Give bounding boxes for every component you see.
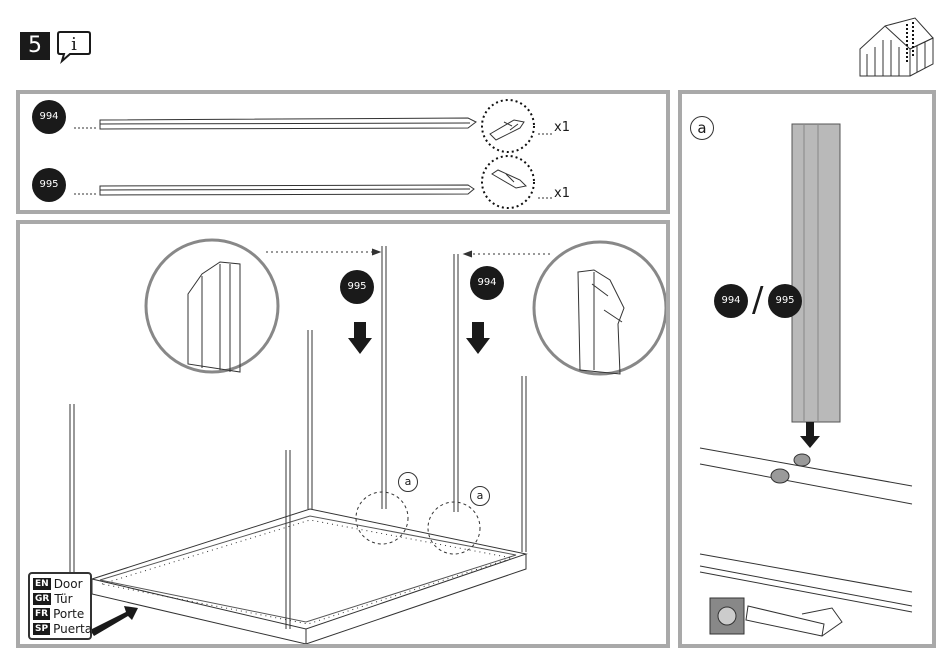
detail-panel: a 994 / 995 — [678, 90, 936, 648]
legend-text-sp: Puerta — [53, 622, 92, 636]
legend-text-gr: Tür — [54, 592, 72, 606]
legend-row-sp: SP Puerta — [33, 621, 87, 636]
detail-drawing — [682, 94, 932, 644]
svg-text:i: i — [71, 34, 77, 55]
info-icon: i — [56, 28, 92, 64]
lang-code-sp: SP — [33, 623, 50, 635]
lang-code-fr: FR — [33, 608, 50, 620]
legend-text-en: Door — [54, 577, 83, 591]
parts-panel: 994 995 x1 x1 — [16, 90, 670, 214]
detail-badge-995: 995 — [768, 284, 802, 318]
detail-label-a-left: a — [398, 472, 418, 492]
step-number: 5 — [20, 32, 50, 60]
legend-row-gr: GR Tür — [33, 591, 87, 606]
detail-panel-label: a — [690, 116, 714, 140]
legend-row-fr: FR Porte — [33, 606, 87, 621]
lang-code-gr: GR — [33, 593, 51, 605]
callout-badge-995: 995 — [340, 270, 374, 304]
part-separator: / — [752, 280, 763, 320]
legend-row-en: EN Door — [33, 576, 87, 591]
callout-badge-994: 994 — [470, 266, 504, 300]
detail-label-a-right: a — [470, 486, 490, 506]
legend-text-fr: Porte — [53, 607, 84, 621]
door-legend: EN Door GR Tür FR Porte SP Puerta — [28, 572, 92, 640]
detail-badge-994: 994 — [714, 284, 748, 318]
lang-code-en: EN — [33, 578, 51, 590]
quantity-994: x1 — [554, 120, 570, 135]
quantity-995: x1 — [554, 186, 570, 201]
shed-icon — [855, 14, 935, 84]
assembly-panel: 995 994 a a — [16, 220, 670, 648]
